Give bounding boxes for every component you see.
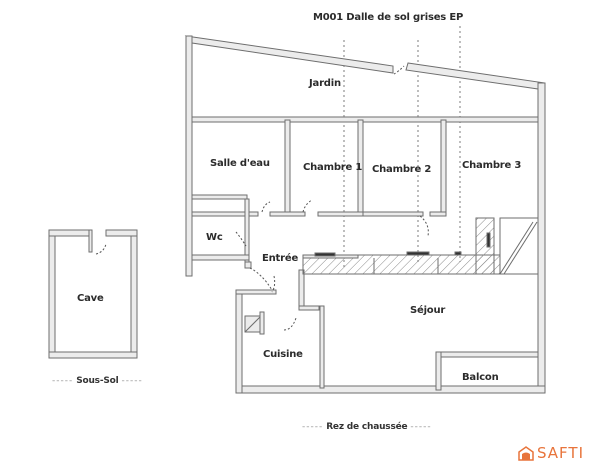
brand-name: SAFTI [537,444,585,462]
room-label-chambre-3: Chambre 3 [462,160,522,171]
room-label-jardin: Jardin [309,78,341,89]
dash-left: ----- [302,422,324,432]
hatched-wall [302,217,539,275]
level-label-ground: Rez de chaussée [326,422,408,432]
room-label-chambre-2: Chambre 2 [372,164,432,175]
room-label-wc: Wc [206,232,223,243]
level-caption-basement: ----- Sous-Sol ----- [52,376,143,386]
room-label-chambre-1: Chambre 1 [303,162,363,173]
brand-logo: SAFTI [518,444,584,462]
dash-left: ----- [52,376,74,386]
house-icon [518,445,534,461]
room-label-balcon: Balcon [462,372,499,383]
room-label-entree: Entrée [262,253,299,264]
dash-right: ----- [410,422,432,432]
ground-floor-walls [184,35,546,394]
reference-lines [343,26,461,270]
room-label-cuisine: Cuisine [263,349,303,360]
room-label-salle-deau: Salle d'eau [210,158,270,169]
level-caption-ground: ----- Rez de chaussée ----- [302,422,432,432]
door-swings [95,65,429,331]
room-label-sejour: Séjour [410,305,446,316]
plan-title: M001 Dalle de sol grises EP [313,12,464,23]
level-label-basement: Sous-Sol [76,376,119,386]
dash-right: ----- [121,376,143,386]
cave-walls [48,229,138,359]
room-label-cave: Cave [77,293,104,304]
